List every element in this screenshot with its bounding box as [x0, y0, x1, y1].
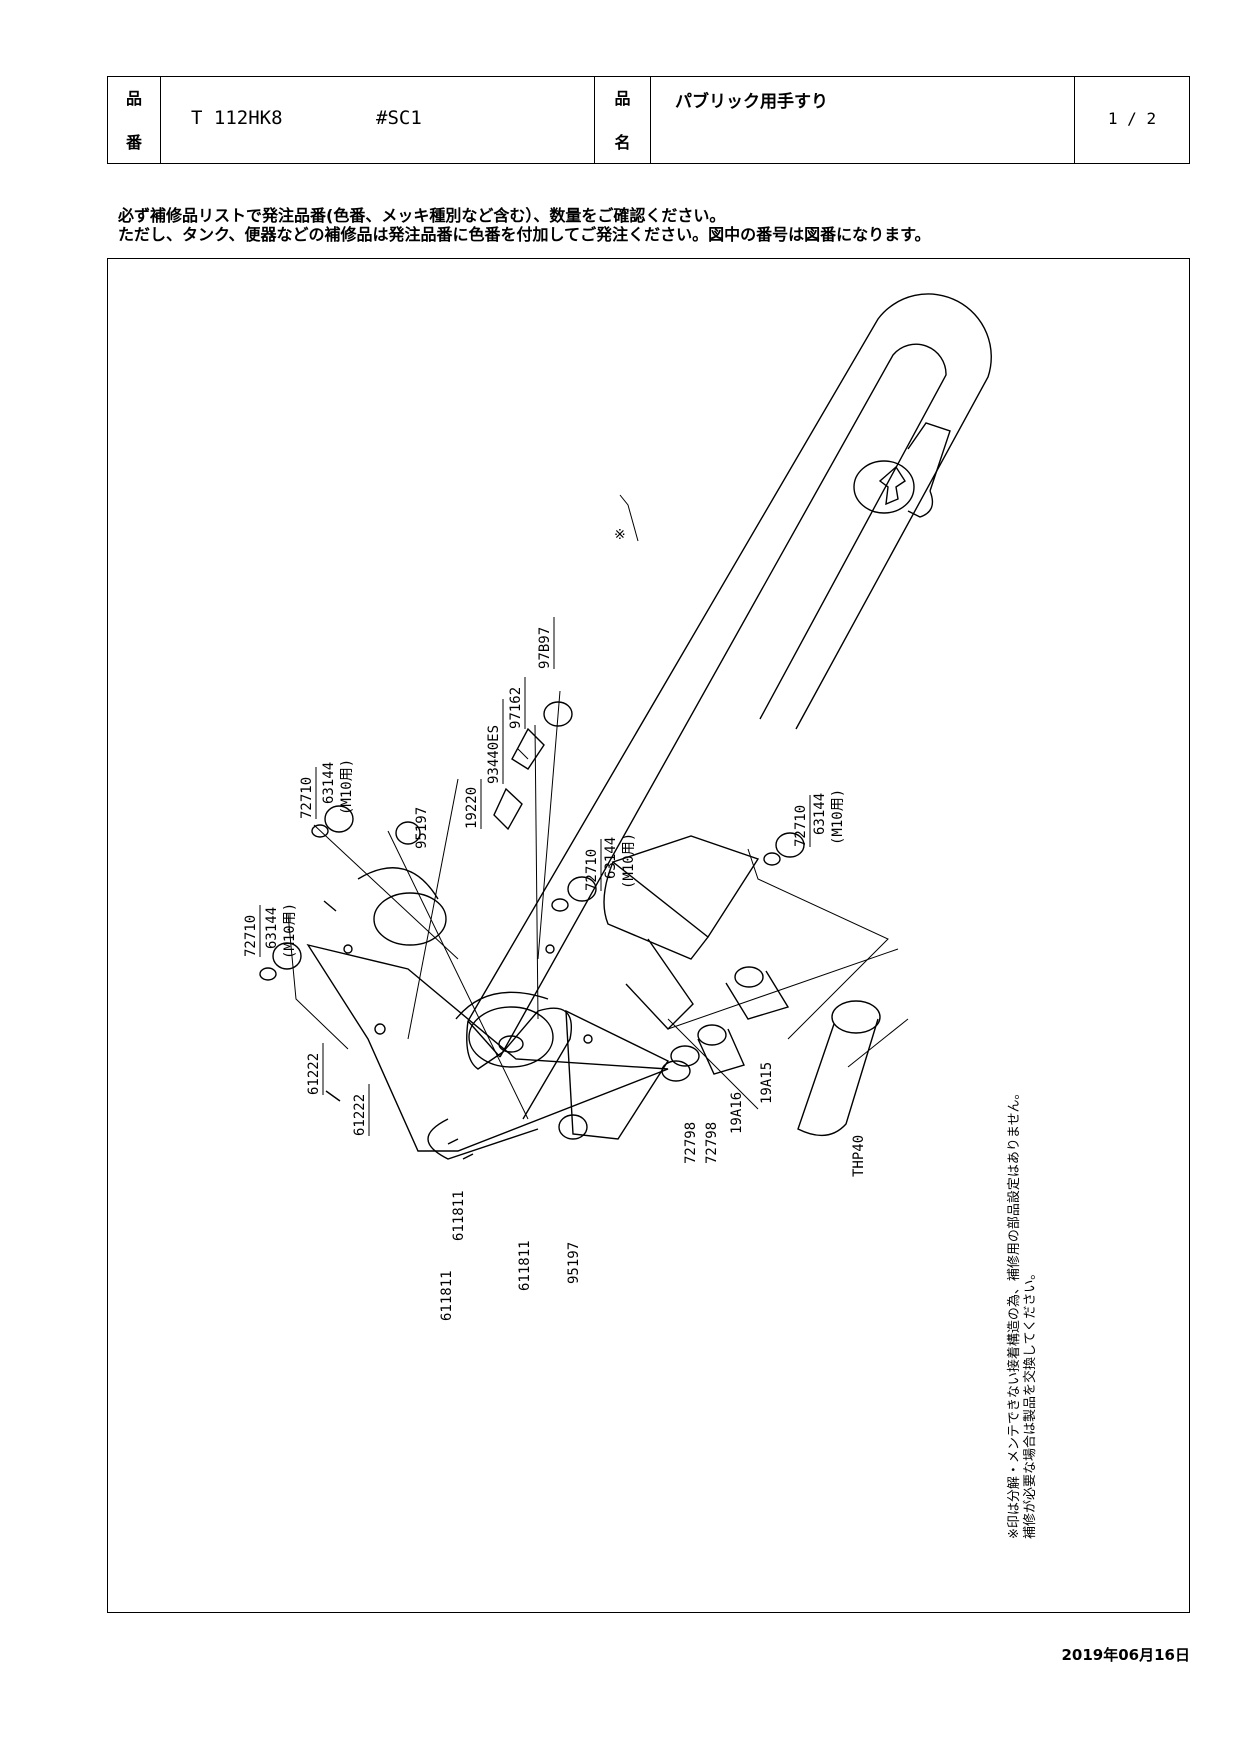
label-95197-top: 95197 [414, 807, 430, 849]
label-72710-b: 72710 [243, 915, 259, 957]
label-19220: 19220 [464, 787, 480, 829]
label-63144-c: 63144 [603, 837, 619, 879]
label-611811-b: 611811 [439, 1270, 455, 1321]
label-95197-bottom: 95197 [566, 1242, 582, 1284]
label-61222-b: 61222 [352, 1094, 368, 1136]
drawing-frame: 97B97 97162 93440ES 19220 95197 72710 63… [107, 258, 1190, 1613]
notice: 必ず補修品リストで発注品番(色番、メッキ種別など含む）、数量をご確認ください。 … [118, 206, 930, 244]
product-name-cell: パブリック用手すり [651, 77, 1075, 163]
leader-lines [287, 494, 909, 1120]
label-19a16: 19A16 [729, 1092, 745, 1134]
label-72710-d: 72710 [793, 805, 809, 847]
label-72798-a: 72798 [683, 1122, 699, 1164]
label-72710-a: 72710 [299, 777, 315, 819]
small-parts [259, 701, 881, 1160]
label-m10-a: (M10用) [339, 759, 355, 815]
label-97162: 97162 [508, 687, 524, 729]
side-note-line-2: 補修が必要な場合は製品を交換してください。 [1022, 1267, 1038, 1539]
label-19a15: 19A15 [759, 1062, 775, 1104]
notice-line-2: ただし、タンク、便器などの補修品は発注品番に色番を付加してご発注ください。図中の… [118, 225, 931, 244]
page-number: 1 / 2 [1107, 109, 1157, 128]
label-93440es: 93440ES [486, 725, 502, 784]
label-63144-d: 63144 [812, 793, 828, 835]
hinmei-label-1: 品 [614, 89, 631, 108]
page-cell: 1 / 2 [1075, 77, 1189, 163]
label-63144-b: 63144 [264, 907, 280, 949]
label-97897: 97B97 [537, 627, 553, 669]
base-brackets [306, 867, 670, 1152]
hinban-label-1: 品 [125, 89, 142, 108]
label-thp40: THP40 [851, 1135, 867, 1177]
issue-date: 2019年06月16日 [1061, 1646, 1191, 1664]
label-72710-c: 72710 [584, 849, 600, 891]
notice-line-1: 必ず補修品リストで発注品番(色番、メッキ種別など含む）、数量をご確認ください。 [118, 206, 726, 225]
hinmei-label-2: 名 [614, 133, 631, 152]
label-611811-c: 611811 [517, 1240, 533, 1291]
label-m10-d: (M10用) [830, 789, 846, 845]
label-underlines [259, 617, 811, 1136]
label-72798-b: 72798 [704, 1122, 720, 1164]
label-asterisk: ※ [614, 527, 626, 543]
color-code: #SC1 [376, 107, 422, 129]
hinban-label-cell: 品 番 [108, 77, 161, 163]
grab-bar [427, 293, 992, 1160]
product-name: パブリック用手すり [675, 92, 828, 112]
hinban-label-2: 番 [125, 133, 142, 152]
label-m10-b: (M10用) [282, 903, 298, 959]
label-m10-c: (M10用) [621, 833, 637, 889]
label-61222-a: 61222 [306, 1053, 322, 1095]
side-note-line-1: ※印は分解・メンテできない接着構造の為、補修用の部品設定はありません。 [1006, 1086, 1022, 1539]
label-63144-a: 63144 [321, 762, 337, 804]
hinmei-label-cell: 品 名 [595, 77, 651, 163]
product-code-cell: T 112HK8 #SC1 [161, 77, 595, 163]
title-block: 品 番 T 112HK8 #SC1 品 名 パブリック用手すり 1 / 2 [107, 76, 1190, 164]
label-611811-a: 611811 [451, 1190, 467, 1241]
product-code: T 112HK8 [191, 107, 283, 129]
exploded-diagram: 97B97 97162 93440ES 19220 95197 72710 63… [243, 293, 1038, 1539]
